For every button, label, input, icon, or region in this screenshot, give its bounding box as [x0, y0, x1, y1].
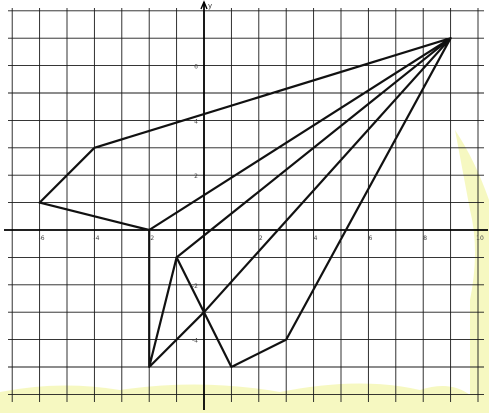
x-tick-label: -4: [93, 235, 99, 242]
paper-plane-shape: [38, 37, 452, 369]
x-tick-label: 4: [314, 235, 318, 242]
shape-segment-4: [202, 37, 452, 369]
y-axis-label: y: [208, 2, 212, 10]
x-tick-label: 6: [368, 235, 372, 242]
x-tick-label: 10: [476, 235, 484, 242]
grid-lines: [8, 8, 484, 402]
y-tick-label: -2: [192, 283, 198, 290]
shape-segment-2: [148, 37, 452, 369]
highlight-wash: [0, 130, 489, 413]
x-tick-label: 2: [259, 235, 263, 242]
x-tick-label: 8: [423, 235, 427, 242]
highlight-wash-shape: [0, 130, 489, 413]
y-tick-label: 2: [194, 173, 198, 180]
y-axis-arrow: [200, 0, 208, 10]
axes: y: [4, 0, 488, 410]
y-tick-label: -4: [192, 338, 198, 345]
tick-labels: -6 -4 -2 2 4 6 8 10 6 4 2 -2 -4: [39, 64, 484, 345]
y-tick-label: 4: [194, 118, 198, 125]
x-tick-label: -6: [39, 235, 45, 242]
y-tick-label: 6: [194, 64, 198, 71]
x-tick-label: -2: [148, 235, 154, 242]
